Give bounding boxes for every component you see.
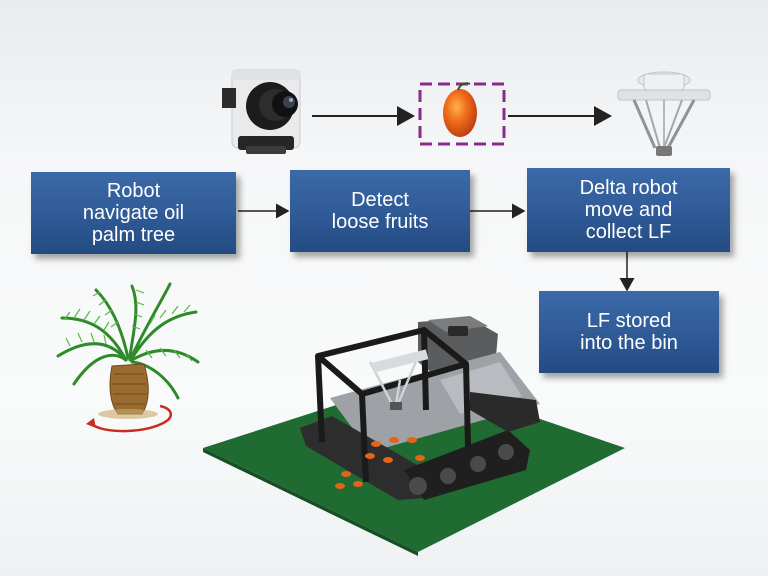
- step-detect-box: Detect loose fruits: [290, 170, 470, 252]
- step-store-box: LF stored into the bin: [539, 291, 719, 373]
- step-navigate-box: Robot navigate oil palm tree: [31, 172, 236, 254]
- step-collect-box: Delta robot move and collect LF: [527, 168, 730, 252]
